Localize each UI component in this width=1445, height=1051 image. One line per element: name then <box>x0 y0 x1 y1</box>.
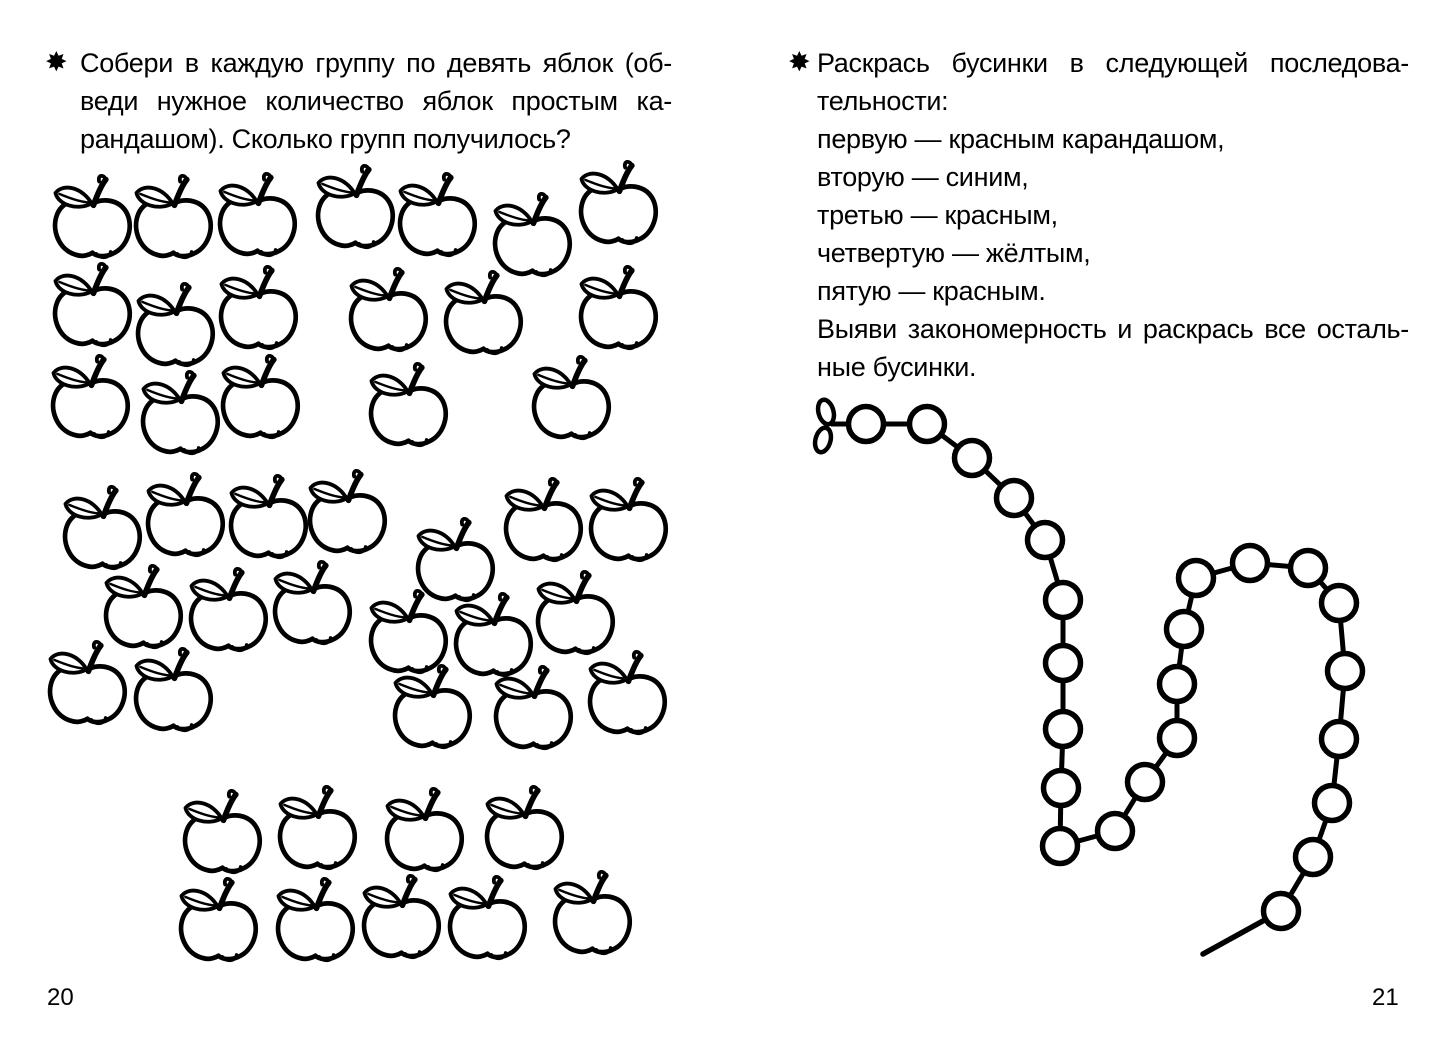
apple-outline[interactable] <box>571 158 666 253</box>
apple-outline[interactable] <box>175 787 270 882</box>
apple-outline[interactable] <box>126 645 221 740</box>
apple-outline[interactable] <box>545 868 640 963</box>
task-line: тельности: <box>817 86 949 116</box>
task-line: первую — красным карандашом, <box>817 124 1225 154</box>
apple-outline[interactable] <box>211 263 306 358</box>
bead[interactable] <box>1163 608 1205 650</box>
apple-outline[interactable] <box>436 268 531 363</box>
apple-outline[interactable] <box>524 353 619 448</box>
apple-outline[interactable] <box>486 663 581 758</box>
bead[interactable] <box>1156 663 1198 705</box>
task-line: четвертую — жёлтым, <box>817 238 1091 268</box>
apple-outline[interactable] <box>440 873 535 968</box>
task-line: рандашом). Сколько групп получилось? <box>80 124 571 154</box>
apple-outline[interactable] <box>126 172 221 267</box>
star-bullet-icon: ✸ <box>788 47 811 78</box>
apple-outline[interactable] <box>268 875 363 970</box>
apple-outline[interactable] <box>361 360 456 455</box>
apple-outline[interactable] <box>477 783 572 878</box>
bead[interactable] <box>1292 836 1334 878</box>
bead[interactable] <box>1287 547 1329 589</box>
bead[interactable] <box>1039 825 1081 867</box>
task-line: пятую — красным. <box>817 276 1046 306</box>
apple-outline[interactable] <box>45 260 140 355</box>
apple-outline[interactable] <box>213 352 308 447</box>
bead[interactable] <box>1311 782 1353 824</box>
star-bullet-icon: ✸ <box>45 47 68 78</box>
task-line: веди нужное количество яблок простым ка- <box>80 86 672 116</box>
apple-outline[interactable] <box>171 875 266 970</box>
bead[interactable] <box>951 437 993 479</box>
bead[interactable] <box>1324 650 1366 692</box>
bead[interactable] <box>1024 519 1066 561</box>
bead[interactable] <box>1175 557 1217 599</box>
bead[interactable] <box>1229 542 1271 584</box>
apple-outline[interactable] <box>265 558 360 653</box>
task-text-left: Собери в каждую группу по девять яблок (… <box>80 44 672 158</box>
task-line: ные бусинки. <box>817 352 977 382</box>
apple-outline[interactable] <box>581 475 676 570</box>
task-line: Выяви закономерность и раскрась все оста… <box>817 314 1409 344</box>
task-line: Раскрась бусинки в следующей последова- <box>817 48 1409 78</box>
apple-outline[interactable] <box>40 638 135 733</box>
bead[interactable] <box>1042 579 1084 621</box>
task-line: третью — красным, <box>817 200 1058 230</box>
apple-outline[interactable] <box>496 475 591 570</box>
page-number-left: 20 <box>47 984 74 1011</box>
task-line: Собери в каждую группу по девять яблок (… <box>80 48 672 78</box>
string-knot-icon <box>815 397 837 427</box>
bead[interactable] <box>1156 717 1198 759</box>
apple-outline[interactable] <box>308 162 403 257</box>
apple-outline[interactable] <box>341 265 436 360</box>
apple-outline[interactable] <box>385 662 480 757</box>
task-line: вторую — синим, <box>817 162 1029 192</box>
task-text-right: Раскрась бусинки в следующей последова- … <box>817 44 1409 386</box>
apple-outline[interactable] <box>270 783 365 878</box>
apple-outline[interactable] <box>210 170 305 265</box>
bead[interactable] <box>1318 718 1360 760</box>
apple-outline[interactable] <box>580 648 675 743</box>
bead[interactable] <box>1042 642 1084 684</box>
apple-outline[interactable] <box>377 785 472 880</box>
apple-outline[interactable] <box>354 872 449 967</box>
apple-outline[interactable] <box>43 352 138 447</box>
apple-outline[interactable] <box>300 467 395 562</box>
bead[interactable] <box>906 403 948 445</box>
bead[interactable] <box>993 477 1035 519</box>
bead[interactable] <box>1042 708 1084 750</box>
bead[interactable] <box>1094 810 1136 852</box>
bead[interactable] <box>1318 582 1360 624</box>
bead[interactable] <box>1260 890 1302 932</box>
page-number-right: 21 <box>1372 984 1399 1011</box>
bead-string <box>831 421 1348 913</box>
apple-outline[interactable] <box>128 280 223 375</box>
string-knot-icon <box>812 425 834 455</box>
apple-outline[interactable] <box>571 263 666 358</box>
apple-outline[interactable] <box>390 170 485 265</box>
bead[interactable] <box>845 403 887 445</box>
bead[interactable] <box>1124 761 1166 803</box>
apple-outline[interactable] <box>138 470 233 565</box>
bead[interactable] <box>1040 767 1082 809</box>
